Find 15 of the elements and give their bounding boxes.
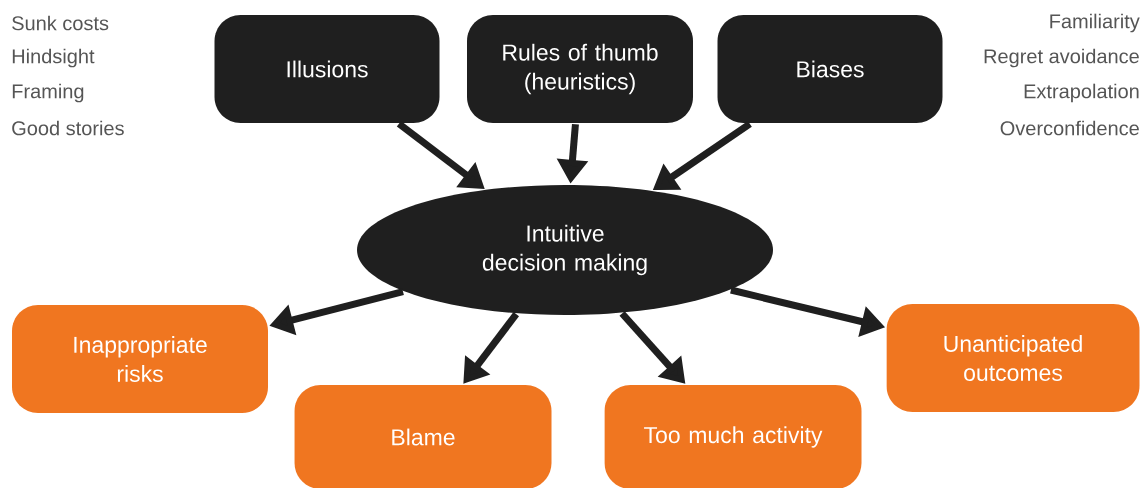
illusion-label: Hindsight [12,48,95,68]
outcome-box: Too much activity [604,385,862,488]
bias-label: Overconfidence [1000,120,1139,136]
bias-label: Familiarity [1050,13,1140,33]
bias-label: Regret avoidance [984,48,1139,68]
illusion-label: Sunk costs [12,15,109,31]
concept-box: Illusions [214,15,440,123]
concept-box: Biases [717,15,943,123]
outcome-box: Blame [294,385,552,488]
concept-box: Rules of thumb (heuristics) [467,15,693,123]
bias-label: Extrapolation [1024,83,1139,103]
outcome-box: Inappropriate risks [12,305,268,413]
illusion-label: Good stories [12,120,124,136]
illusion-label: Framing [12,83,84,103]
outcome-box: Unanticipated outcomes [886,304,1140,412]
